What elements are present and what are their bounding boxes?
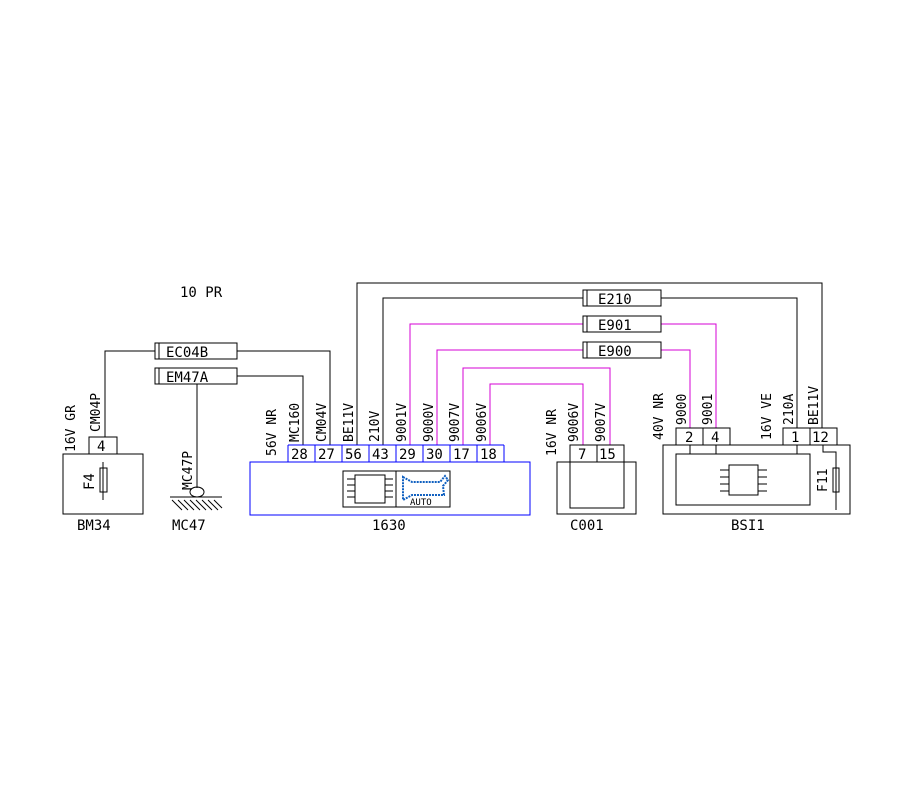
svg-text:MC47P: MC47P <box>181 451 196 490</box>
svg-text:16V NR: 16V NR <box>545 409 560 456</box>
component-bsi1: 2 4 1 12 F11 40V NR 9000 9001 16V VE 210… <box>652 386 851 534</box>
fuse-label: F11 <box>816 469 831 492</box>
svg-text:9007V: 9007V <box>594 403 609 442</box>
fuse-label: F4 <box>82 473 98 490</box>
wire-label-em47a: EM47A <box>154 367 238 386</box>
diagram-title: 10 PR <box>180 285 223 301</box>
wire-9006v <box>489 383 584 445</box>
pin-label: 29 <box>399 447 416 463</box>
svg-text:16V VE: 16V VE <box>760 393 775 440</box>
wire-cm04v <box>237 350 331 445</box>
component-name: 1630 <box>372 518 406 534</box>
component-c001: 7 15 16V NR 9006V 9007V C001 <box>545 403 637 534</box>
fuse-icon <box>832 467 840 493</box>
wire-cm04p <box>104 350 155 437</box>
pin-label: 7 <box>578 447 586 463</box>
pin-label: 2 <box>685 430 693 446</box>
component-mc47: MC47P MC47 <box>170 451 223 534</box>
svg-text:9007V: 9007V <box>448 403 463 442</box>
svg-text:9000: 9000 <box>675 394 690 425</box>
pin-label: 27 <box>318 447 335 463</box>
component-name: BM34 <box>77 518 111 534</box>
svg-text:BE11V: BE11V <box>342 403 357 442</box>
svg-text:MC160: MC160 <box>288 403 303 442</box>
svg-text:16V GR: 16V GR <box>64 405 79 452</box>
svg-text:AUTO: AUTO <box>410 498 432 508</box>
svg-text:CM04P: CM04P <box>89 393 104 432</box>
component-name: C001 <box>570 518 604 534</box>
svg-text:210V: 210V <box>368 411 383 442</box>
wire-label-e210: E210 <box>582 289 662 308</box>
pin-label: 30 <box>426 447 443 463</box>
bsi-chip-icon <box>720 464 767 496</box>
pin-label: 56 <box>345 447 362 463</box>
wire-label-e900: E900 <box>582 341 662 360</box>
wire-9001 <box>661 323 717 428</box>
svg-text:EM47A: EM47A <box>166 370 209 386</box>
pin-label: 12 <box>812 430 829 446</box>
fuse-icon <box>99 467 108 493</box>
svg-text:CM04V: CM04V <box>315 403 330 442</box>
component-1630: 28 27 56 43 29 30 17 18 56V NR MC160 CM0… <box>249 403 531 534</box>
component-name: MC47 <box>172 518 206 534</box>
svg-text:9000V: 9000V <box>422 403 437 442</box>
wire-9000v <box>436 349 583 445</box>
svg-text:BE11V: BE11V <box>807 386 822 425</box>
component-bm34: 4 F4 BM34 16V GR CM04P <box>62 393 144 534</box>
svg-text:9001V: 9001V <box>395 403 410 442</box>
wire-9007v <box>462 367 611 445</box>
pin-label: 28 <box>291 447 308 463</box>
wire-mc160 <box>237 375 304 445</box>
svg-text:40V NR: 40V NR <box>652 393 667 440</box>
wire-label-e901: E901 <box>582 315 662 334</box>
svg-text:9006V: 9006V <box>567 403 582 442</box>
svg-text:9001: 9001 <box>701 394 716 425</box>
pin-label: 1 <box>791 430 799 446</box>
svg-text:EC04B: EC04B <box>166 345 208 361</box>
wire-9000 <box>661 349 691 428</box>
horn-auto-icon: AUTO <box>402 474 450 508</box>
svg-text:56V NR: 56V NR <box>265 409 280 456</box>
pin-label: 18 <box>480 447 497 463</box>
wire-be11v <box>356 282 823 445</box>
ground-hatch-icon <box>171 499 223 511</box>
pin-label: 4 <box>711 430 719 446</box>
wire-9001v <box>409 323 583 445</box>
pin-label: 43 <box>372 447 389 463</box>
ecu-chip-icon <box>342 470 451 508</box>
svg-text:9006V: 9006V <box>475 403 490 442</box>
svg-text:E901: E901 <box>598 318 632 334</box>
wire-210a <box>661 297 798 428</box>
pin-label: 17 <box>453 447 470 463</box>
svg-text:210A: 210A <box>782 394 797 425</box>
svg-text:E900: E900 <box>598 344 632 360</box>
wire-label-ec04b: EC04B <box>154 342 238 361</box>
pin-label: 4 <box>97 439 105 455</box>
pin-label: 15 <box>599 447 616 463</box>
wire-210 <box>382 297 583 445</box>
svg-text:E210: E210 <box>598 292 632 308</box>
component-name: BSI1 <box>731 518 765 534</box>
